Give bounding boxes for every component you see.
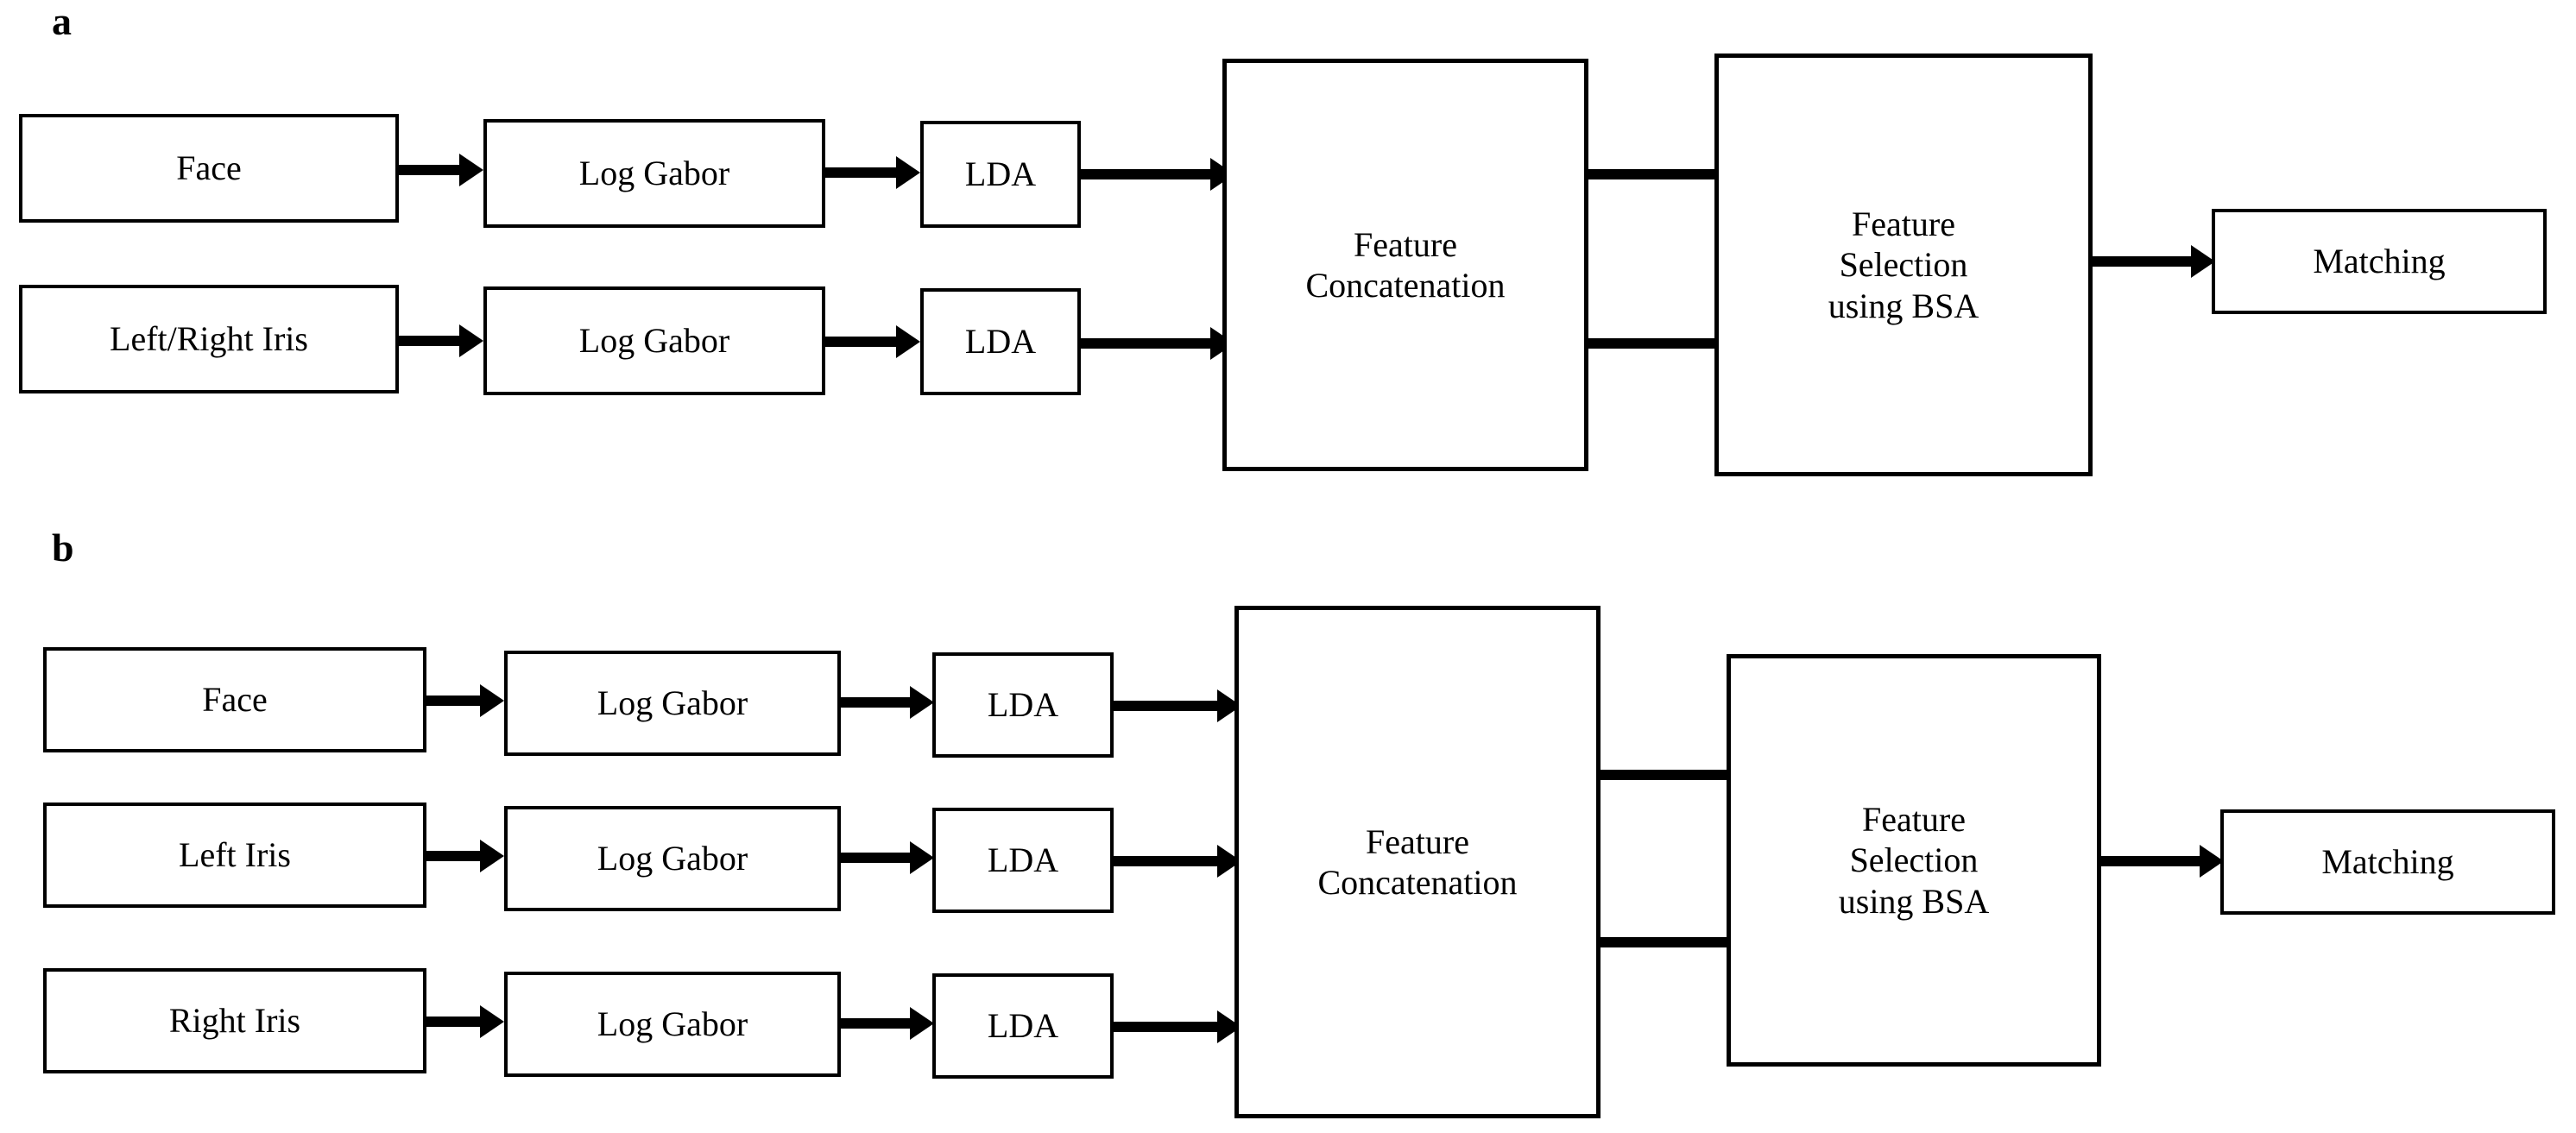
node-label: LDA — [987, 1006, 1059, 1046]
node-label: LDA — [987, 840, 1059, 880]
node-label: Log Gabor — [578, 154, 730, 193]
node-log-gabor-right-iris-b[interactable]: Log Gabor — [504, 972, 841, 1077]
panel-label-b: b — [52, 526, 74, 570]
panel-label-a: a — [52, 0, 72, 43]
node-label: Face — [176, 148, 242, 188]
node-label: Feature Selection using BSA — [1828, 205, 1979, 325]
node-log-gabor-left-iris-b[interactable]: Log Gabor — [504, 806, 841, 911]
node-feature-concatenation-a[interactable]: Feature Concatenation — [1222, 59, 1588, 471]
node-log-gabor-iris-a[interactable]: Log Gabor — [483, 286, 825, 395]
node-label: Feature Concatenation — [1305, 224, 1506, 305]
node-lda-iris-a[interactable]: LDA — [920, 288, 1081, 395]
node-label: Log Gabor — [597, 683, 748, 723]
node-label: Log Gabor — [597, 1004, 748, 1044]
node-lda-face-b[interactable]: LDA — [932, 652, 1114, 758]
node-label: Face — [202, 680, 268, 720]
node-lda-face-a[interactable]: LDA — [920, 121, 1081, 228]
node-right-iris-b[interactable]: Right Iris — [43, 968, 426, 1073]
node-left-iris-b[interactable]: Left Iris — [43, 803, 426, 908]
node-face-b[interactable]: Face — [43, 647, 426, 752]
node-label: Feature Concatenation — [1317, 821, 1518, 902]
node-label: Matching — [2313, 242, 2446, 281]
node-label: Right Iris — [168, 1001, 301, 1041]
node-label: Left/Right Iris — [110, 319, 308, 359]
node-lda-left-iris-b[interactable]: LDA — [932, 808, 1114, 913]
node-feature-concatenation-b[interactable]: Feature Concatenation — [1234, 606, 1601, 1118]
node-label: LDA — [964, 154, 1037, 194]
node-feature-selection-b[interactable]: Feature Selection using BSA — [1727, 654, 2101, 1067]
node-matching-b[interactable]: Matching — [2220, 809, 2555, 915]
node-label: Log Gabor — [597, 839, 748, 878]
node-label: LDA — [987, 685, 1059, 725]
node-label: Feature Selection using BSA — [1838, 800, 1990, 921]
node-label: Left Iris — [179, 835, 291, 875]
node-feature-selection-a[interactable]: Feature Selection using BSA — [1714, 54, 2093, 476]
node-label: LDA — [964, 322, 1037, 362]
node-matching-a[interactable]: Matching — [2212, 209, 2547, 314]
node-label: Matching — [2321, 842, 2454, 882]
node-log-gabor-face-b[interactable]: Log Gabor — [504, 651, 841, 756]
node-log-gabor-face-a[interactable]: Log Gabor — [483, 119, 825, 228]
node-iris-a[interactable]: Left/Right Iris — [19, 285, 399, 393]
node-label: Log Gabor — [578, 321, 730, 361]
node-lda-right-iris-b[interactable]: LDA — [932, 973, 1114, 1079]
node-face-a[interactable]: Face — [19, 114, 399, 223]
